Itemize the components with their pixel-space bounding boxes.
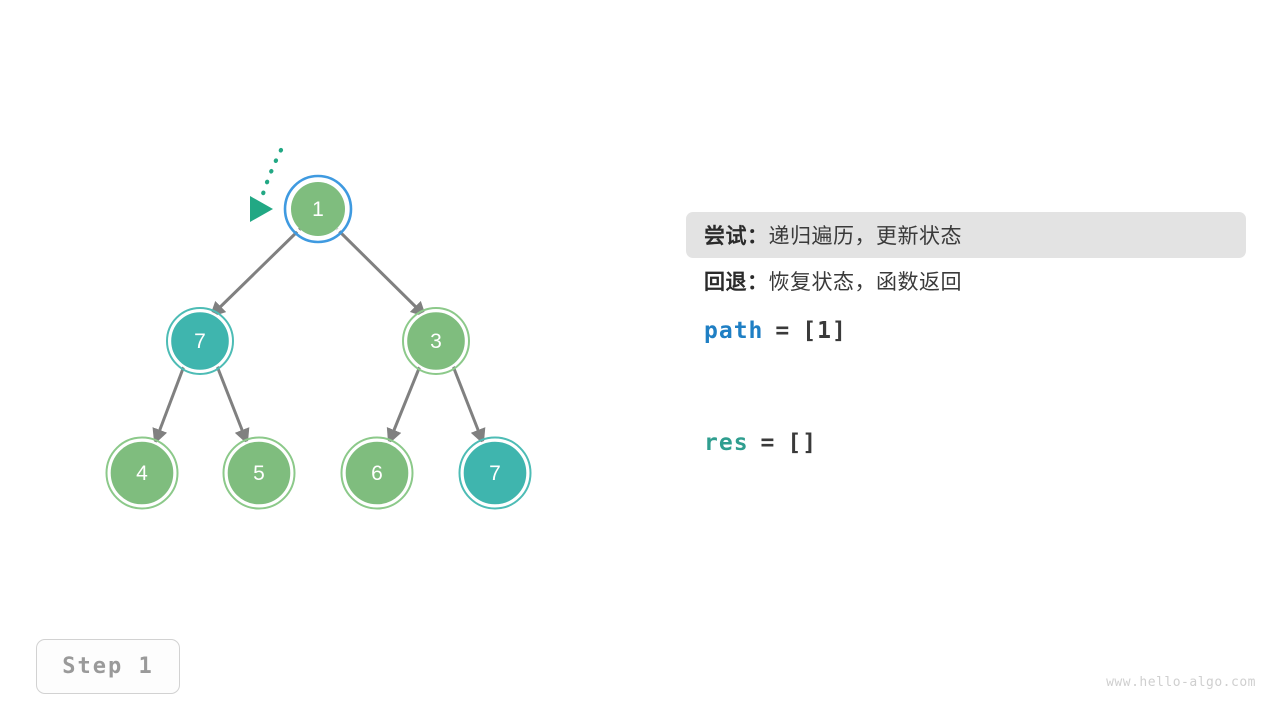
tree-node-4[interactable]: 4 xyxy=(105,436,179,510)
tree-node-5[interactable]: 5 xyxy=(222,436,296,510)
tree-node-1[interactable]: 1 xyxy=(283,174,353,244)
tree-node-6-label: 6 xyxy=(371,462,383,485)
tree-edges xyxy=(152,227,486,445)
edge-1-to-7 xyxy=(209,227,302,318)
tree-node-7-left[interactable]: 7 xyxy=(166,307,234,375)
tree-node-3-label: 3 xyxy=(430,330,442,353)
variable-res-name: res xyxy=(704,430,749,456)
tree-node-4-label: 4 xyxy=(136,462,148,485)
tree-node-7-right-label: 7 xyxy=(489,462,501,485)
tree-node-6[interactable]: 6 xyxy=(340,436,414,510)
edge-1-to-3 xyxy=(335,227,427,318)
variable-path-name: path xyxy=(704,318,764,344)
variable-res-equals: = xyxy=(760,430,776,456)
hint-try-value: 递归遍历，更新状态 xyxy=(768,225,962,248)
variable-path: path = [1] xyxy=(686,318,1246,344)
tree-node-5-label: 5 xyxy=(253,462,265,485)
tree-node-7-left-label: 7 xyxy=(194,330,206,353)
tree-node-7-right[interactable]: 7 xyxy=(458,436,532,510)
hint-try-key: 尝试： xyxy=(704,225,769,248)
variable-res-value: [] xyxy=(787,430,818,456)
edge-7-to-4 xyxy=(152,365,186,445)
tree-node-3[interactable]: 3 xyxy=(402,307,470,375)
current-node-pointer xyxy=(250,147,284,222)
edge-3-to-6 xyxy=(386,365,422,445)
step-badge: Step 1 xyxy=(36,639,180,694)
hint-row-backtrack: 回退： 恢复状态，函数返回 xyxy=(686,258,1246,304)
variable-res: res = [] xyxy=(686,430,1246,456)
edge-7-to-5 xyxy=(215,365,250,445)
variable-path-value: [1] xyxy=(802,318,847,344)
binary-tree-diagram: 1 7 3 4 5 6 7 xyxy=(105,147,532,510)
hint-backtrack-value: 恢复状态，函数返回 xyxy=(768,271,962,294)
tree-node-1-label: 1 xyxy=(312,198,324,221)
site-watermark: www.hello-algo.com xyxy=(1106,675,1256,690)
edge-3-to-7b xyxy=(451,365,486,445)
hint-row-try: 尝试： 递归遍历，更新状态 xyxy=(686,212,1246,258)
variable-path-equals: = xyxy=(775,318,791,344)
info-panel: 尝试： 递归遍历，更新状态 回退： 恢复状态，函数返回 path = [1] r… xyxy=(686,212,1246,456)
hint-backtrack-key: 回退： xyxy=(704,271,769,294)
